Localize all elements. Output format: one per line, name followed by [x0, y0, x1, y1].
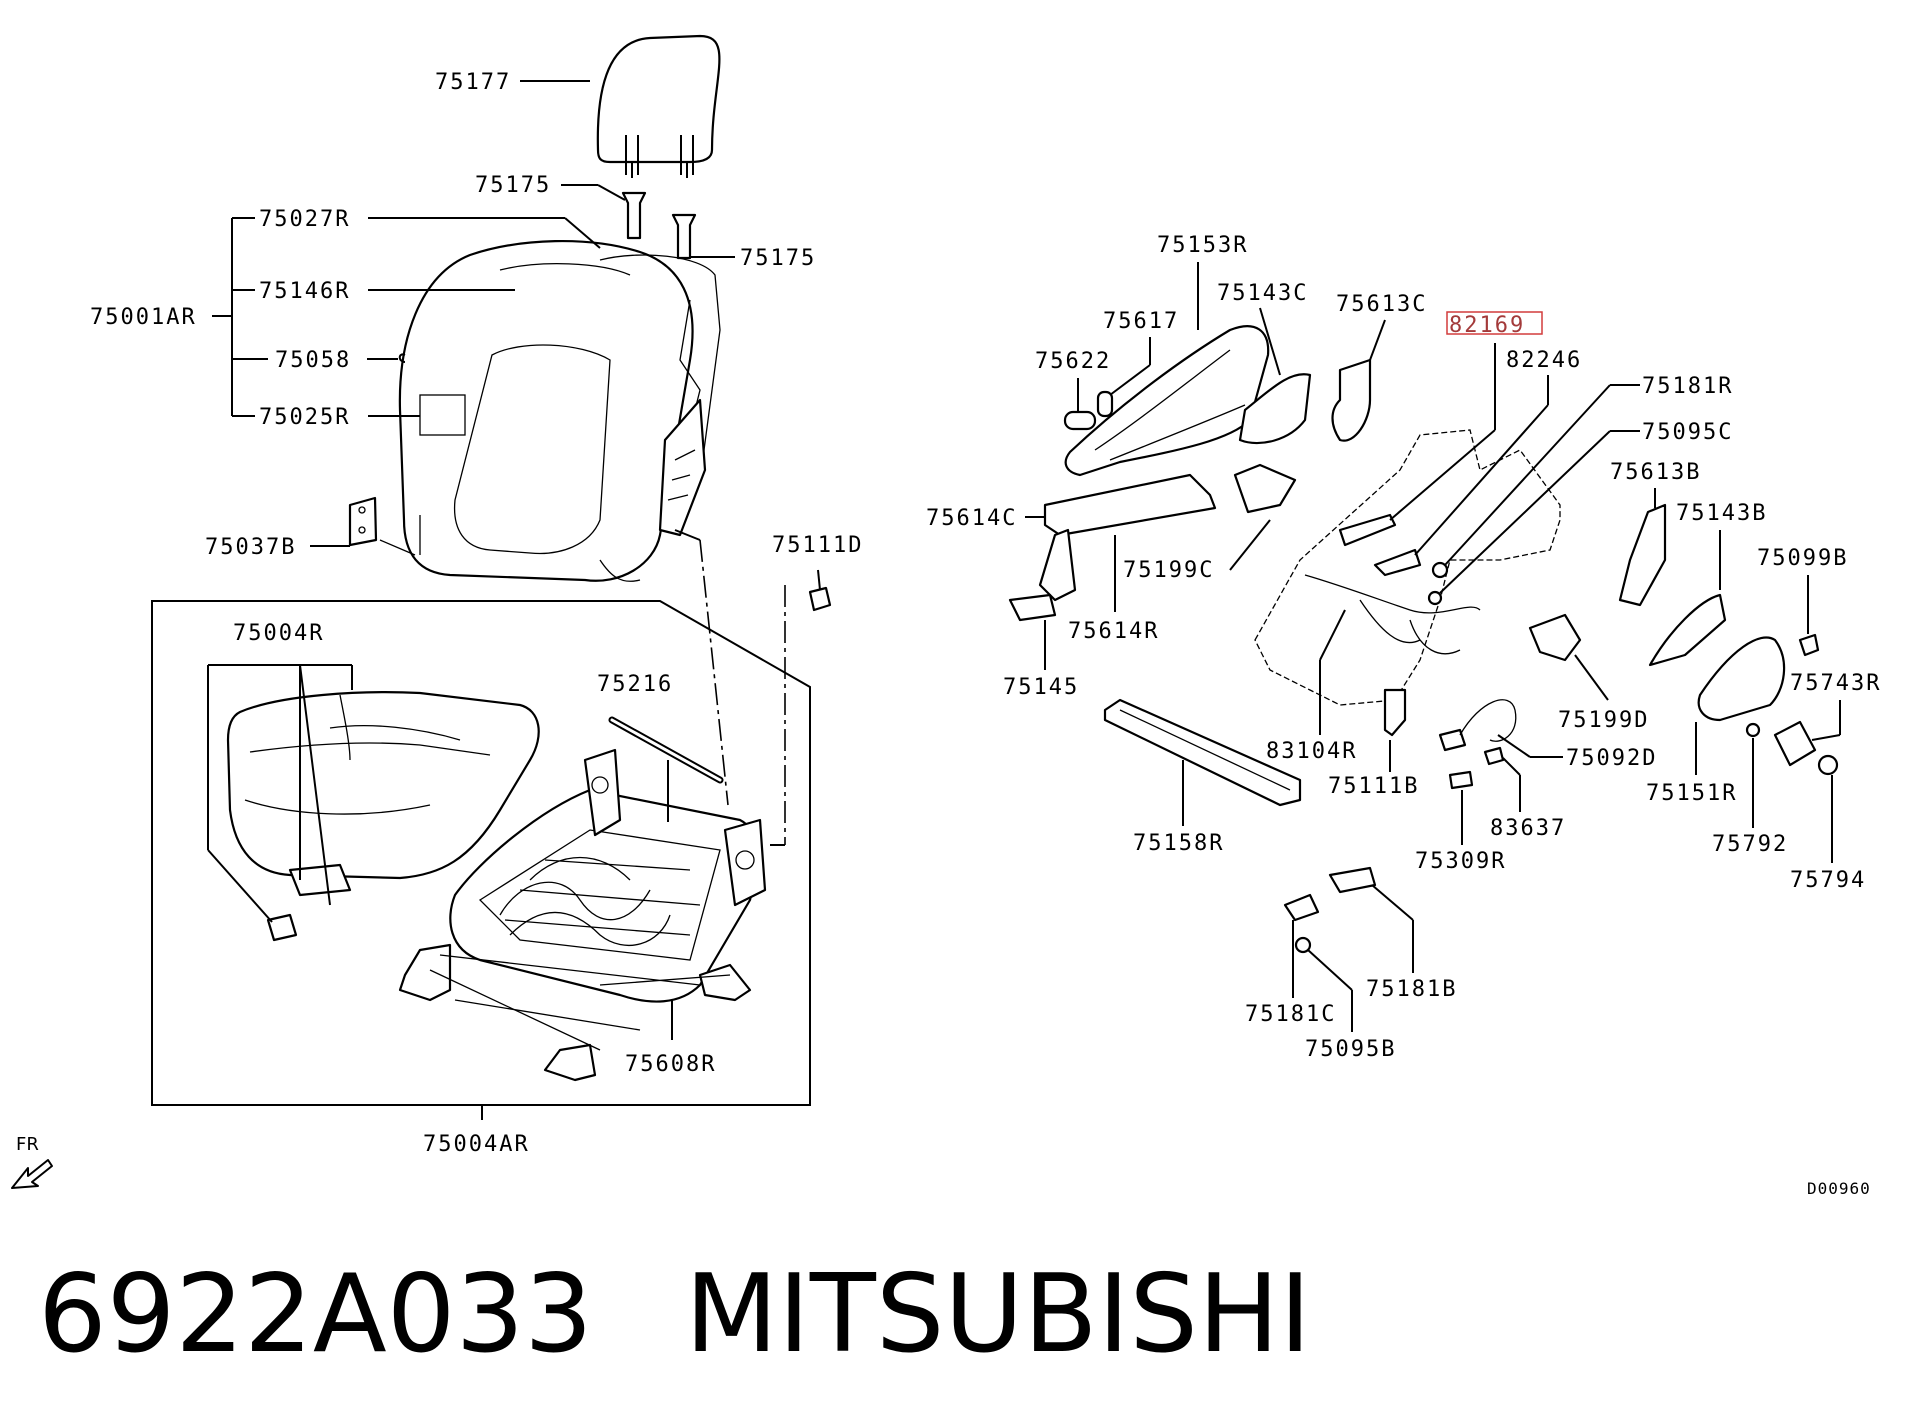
seat-side-parts [1008, 325, 1839, 954]
bolt-75111D [808, 569, 832, 612]
washer-75792 [1745, 722, 1761, 738]
label-75004AR: 75004AR [423, 1132, 530, 1157]
label-75175-right: 75175 [740, 246, 816, 271]
label-75058: 75058 [275, 348, 351, 373]
headrest-guide-right [671, 213, 697, 260]
sensor-75092D [1438, 728, 1467, 752]
label-75181R: 75181R [1642, 374, 1733, 399]
label-75025R: 75025R [259, 405, 350, 430]
label-75216: 75216 [597, 672, 673, 697]
bolt-75099B [1798, 633, 1820, 657]
label-75099B: 75099B [1757, 546, 1848, 571]
label-75143B: 75143B [1676, 501, 1767, 526]
labels-right: 75153R 75143C 75613C 82169 75617 75622 8… [926, 233, 1881, 1062]
label-75143C: 75143C [1217, 281, 1308, 306]
label-75794: 75794 [1790, 868, 1866, 893]
label-75092D: 75092D [1566, 746, 1657, 771]
bolt-75095C [1427, 590, 1443, 606]
seat-frame [398, 748, 767, 1082]
label-75613B: 75613B [1610, 460, 1701, 485]
label-75095B: 75095B [1305, 1037, 1396, 1062]
plate-75199C [1233, 463, 1297, 514]
label-75004R: 75004R [233, 621, 324, 646]
fr-label: FR [16, 1134, 39, 1155]
wire-harness-83104R [1304, 574, 1481, 655]
fr-arrow-icon [11, 1159, 53, 1189]
clip-75181B [1328, 866, 1377, 894]
cap-75145 [1008, 593, 1057, 622]
knob-75622 [1063, 410, 1097, 431]
label-75743R: 75743R [1790, 671, 1881, 696]
label-75792: 75792 [1712, 832, 1788, 857]
label-75614C: 75614C [926, 506, 1017, 531]
nut-75794 [1817, 754, 1839, 776]
seat-back-cushion [398, 240, 694, 582]
drawing-code: D00960 [1807, 1179, 1871, 1198]
seat-cushion-box: 75004AR [151, 600, 811, 1157]
label-82169: 82169 [1449, 313, 1525, 338]
bracket-75037B [348, 496, 378, 547]
label-75175-left: 75175 [475, 173, 551, 198]
label-75111B: 75111B [1328, 774, 1419, 799]
label-75145: 75145 [1003, 675, 1079, 700]
seat-cushion [226, 691, 540, 942]
connector-82246 [1373, 548, 1422, 577]
clip-75309R [1448, 770, 1474, 790]
label-75199C: 75199C [1123, 558, 1214, 583]
footer-title: 6922A033 MITSUBISHI [38, 1255, 1311, 1375]
clip-75181R [1431, 561, 1449, 579]
label-75111D: 75111D [772, 533, 863, 558]
label-75309R: 75309R [1415, 849, 1506, 874]
bolt-75111B [1383, 688, 1407, 737]
bracket-75143C [1238, 373, 1312, 445]
label-75622: 75622 [1035, 349, 1111, 374]
label-75146R: 75146R [259, 279, 350, 304]
headrest-guide-left [621, 191, 647, 240]
side-shield-75153R [1064, 325, 1270, 477]
plate-75199D [1528, 613, 1582, 662]
label-75608R: 75608R [625, 1052, 716, 1077]
label-82246: 82246 [1506, 348, 1582, 373]
label-83104R: 83104R [1266, 739, 1357, 764]
headrest [596, 34, 721, 178]
label-75001AR: 75001AR [90, 305, 197, 330]
label-75199D: 75199D [1558, 708, 1649, 733]
brand-name: MITSUBISHI [684, 1252, 1312, 1377]
part-number: 6922A033 [38, 1252, 593, 1377]
label-75617: 75617 [1103, 309, 1179, 334]
cover-75151R [1697, 636, 1786, 722]
label-75177: 75177 [435, 70, 511, 95]
cover-75613C [1331, 358, 1372, 442]
label-75158R: 75158R [1133, 831, 1224, 856]
bracket-75143B [1648, 593, 1727, 667]
harness-82169 [1338, 513, 1397, 547]
cover-75613B [1618, 503, 1667, 607]
outer-shield-75614C [1043, 473, 1217, 537]
labels-seat-back: 75177 75175 75175 75001AR 75027R 75146R … [90, 70, 816, 560]
label-75027R: 75027R [259, 207, 350, 232]
clip-75181C [1283, 893, 1320, 922]
label-75151R: 75151R [1646, 781, 1737, 806]
label-75095C: 75095C [1642, 420, 1733, 445]
clip-75058 [398, 353, 406, 363]
knob-75617 [1096, 390, 1114, 418]
label-75181C: 75181C [1245, 1002, 1336, 1027]
label-83637: 83637 [1490, 816, 1566, 841]
label-75614R: 75614R [1068, 619, 1159, 644]
buckle-75743R [1773, 720, 1817, 767]
labels-seat-cushion: 75111D 75004R 75216 75608R [207, 529, 863, 1077]
clip-83637 [1483, 746, 1505, 766]
seat-back-frame [599, 254, 721, 537]
label-75613C: 75613C [1336, 292, 1427, 317]
seat-outline-dashed [1254, 429, 1561, 706]
seat-back-group [348, 34, 721, 582]
highlight-box-82169 [1446, 311, 1543, 335]
label-75037B: 75037B [205, 535, 296, 560]
label-75153R: 75153R [1157, 233, 1248, 258]
fr-indicator: FR [11, 1134, 53, 1189]
label-75181B: 75181B [1366, 977, 1457, 1002]
bolt-75095B [1294, 936, 1312, 954]
